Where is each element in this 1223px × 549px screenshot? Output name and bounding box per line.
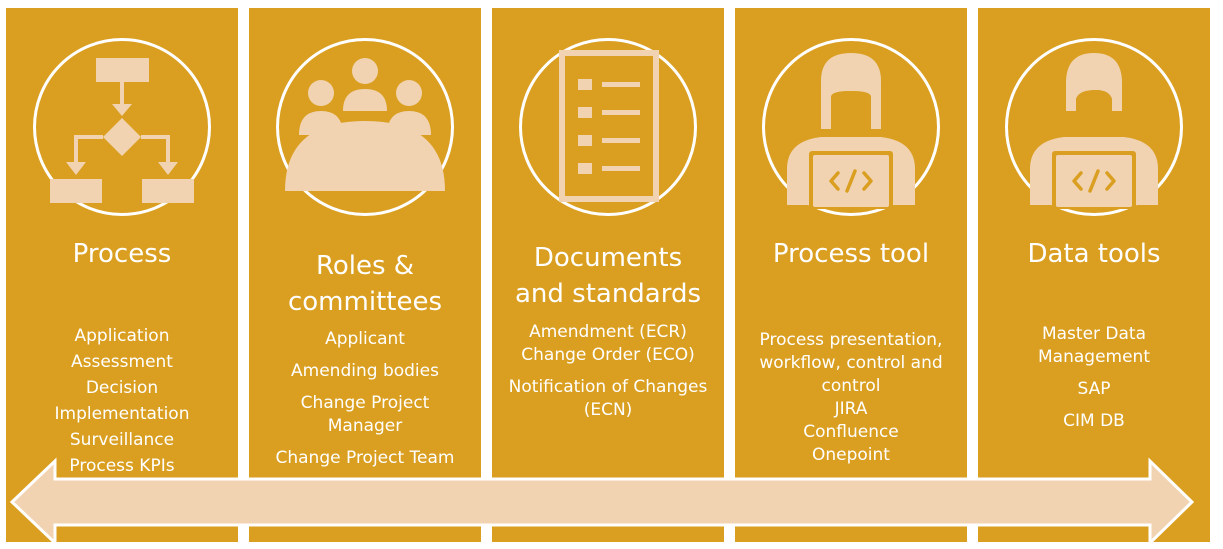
column-title: Roles & committees bbox=[287, 251, 442, 317]
list-item: Process KPIs bbox=[69, 456, 175, 476]
list-item: Implementation bbox=[54, 404, 190, 424]
list-item: SAP bbox=[1077, 379, 1111, 399]
list-item: Change Project Manager bbox=[300, 393, 430, 436]
meeting-group-icon bbox=[276, 38, 454, 216]
column-data-tools: Data tools Master Data Management SAP CI… bbox=[978, 8, 1210, 542]
item-list: Amendment (ECR) Change Order (ECO) Notif… bbox=[494, 321, 722, 431]
item-list: Application Assessment Decision Implemen… bbox=[8, 325, 236, 481]
list-item: Change Project Team bbox=[275, 448, 455, 468]
double-arrow-icon bbox=[9, 457, 1195, 547]
flowchart-icon bbox=[33, 38, 211, 216]
checklist-document-icon bbox=[519, 38, 697, 216]
column-roles-committees: Roles & committees Applicant Amending bo… bbox=[249, 8, 481, 542]
list-item: Amending bodies bbox=[291, 361, 439, 381]
column-title: Process tool bbox=[772, 239, 930, 269]
list-item: Amendment (ECR) Change Order (ECO) bbox=[521, 322, 695, 365]
list-item: CIM DB bbox=[1063, 411, 1125, 431]
list-item: Notification of Changes (ECN) bbox=[508, 377, 708, 420]
column-documents-standards: Documents and standards Amendment (ECR) … bbox=[492, 8, 724, 542]
developer-long-hair-icon bbox=[762, 38, 940, 216]
list-item: Applicant bbox=[325, 329, 405, 349]
list-item: Process presentation, workflow, control … bbox=[759, 330, 943, 465]
developer-short-hair-icon bbox=[1005, 38, 1183, 216]
list-item: Assessment bbox=[71, 352, 173, 372]
column-process: Process Application Assessment Decision … bbox=[6, 8, 238, 542]
item-list: Master Data Management SAP CIM DB bbox=[980, 323, 1208, 442]
list-item: Application bbox=[74, 326, 170, 346]
item-list: Process presentation, workflow, control … bbox=[737, 329, 965, 470]
column-process-tool: Process tool Process presentation, workf… bbox=[735, 8, 967, 542]
column-title: Process bbox=[72, 239, 172, 269]
column-title: Documents and standards bbox=[514, 243, 702, 309]
column-title: Data tools bbox=[1027, 239, 1161, 269]
list-item: Surveillance bbox=[69, 430, 175, 450]
list-item: Decision bbox=[85, 378, 159, 398]
item-list: Applicant Amending bodies Change Project… bbox=[251, 328, 479, 479]
list-item: Master Data Management bbox=[1038, 324, 1150, 367]
